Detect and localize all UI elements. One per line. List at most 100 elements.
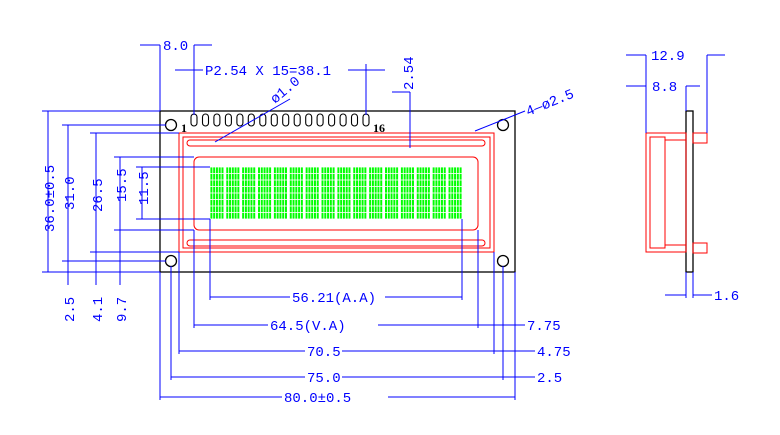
- pixel-dot: [374, 206, 377, 213]
- pixel-dot: [416, 206, 419, 213]
- pixel-dot: [242, 186, 245, 193]
- pixel-dot: [353, 193, 356, 200]
- pixel-dot: [419, 180, 422, 187]
- pixel-dot: [342, 199, 345, 206]
- pixel-dot: [229, 193, 232, 200]
- pixel-dot: [244, 199, 247, 206]
- pixel-dot: [329, 167, 332, 174]
- pixel-dot: [419, 193, 422, 200]
- side-view: 12.9 8.8 1.6: [626, 49, 739, 305]
- bottom-offset-2-label: 4.1: [91, 297, 107, 322]
- pin-pad: [213, 113, 221, 127]
- pixel-dot: [311, 206, 314, 213]
- pixel-dot: [371, 206, 374, 213]
- pixel-dot: [340, 167, 343, 174]
- pixel-dot: [332, 186, 335, 193]
- pixel-dot: [406, 186, 409, 193]
- pixel-dot: [308, 186, 311, 193]
- pixel-dot: [295, 173, 298, 180]
- pixel-dot: [300, 212, 303, 219]
- pixel-dot: [215, 199, 218, 206]
- pixel-dot: [390, 167, 393, 174]
- pixel-dot: [242, 199, 245, 206]
- pixel-dot: [353, 173, 356, 180]
- side-pin-top: [692, 132, 708, 144]
- pixel-dot: [289, 186, 292, 193]
- pixel-dot: [324, 193, 327, 200]
- pixel-dot: [298, 186, 301, 193]
- pixel-dot: [250, 180, 253, 187]
- pixel-dot: [419, 186, 422, 193]
- pixel-dot: [371, 186, 374, 193]
- pixel-dot: [327, 167, 330, 174]
- pixel-dot: [234, 206, 237, 213]
- pixel-dot: [396, 212, 399, 219]
- character-grid: [210, 167, 462, 219]
- pixel-dot: [260, 206, 263, 213]
- pixel-dot: [244, 206, 247, 213]
- pixel-dot: [348, 180, 351, 187]
- pixel-dot: [419, 206, 422, 213]
- pixel-dot: [387, 199, 390, 206]
- pixel-dot: [425, 167, 428, 174]
- pixel-dot: [324, 199, 327, 206]
- pixel-dot: [353, 186, 356, 193]
- pixel-dot: [282, 206, 285, 213]
- pixel-dot: [250, 212, 253, 219]
- pixel-dot: [409, 173, 412, 180]
- pixel-dot: [273, 173, 276, 180]
- pixel-dot: [316, 206, 319, 213]
- side-module-label: 8.8: [652, 80, 677, 96]
- pixel-dot: [298, 206, 301, 213]
- pixel-dot: [377, 206, 380, 213]
- pixel-dot: [369, 212, 372, 219]
- pixel-dot: [215, 193, 218, 200]
- pixel-dot: [443, 199, 446, 206]
- pixel-dot: [443, 180, 446, 187]
- pixel-dot: [374, 212, 377, 219]
- pixel-dot: [244, 180, 247, 187]
- pixel-dot: [332, 212, 335, 219]
- pixel-dot: [311, 173, 314, 180]
- pixel-dot: [250, 173, 253, 180]
- pixel-dot: [443, 206, 446, 213]
- pixel-dot: [387, 173, 390, 180]
- view-height-label: 15.5: [115, 168, 131, 202]
- pixel-dot: [342, 186, 345, 193]
- total-height-label: 36.0±0.5: [43, 165, 59, 232]
- pixel-dot: [253, 199, 256, 206]
- pixel-dot: [258, 173, 260, 180]
- pixel-dot: [435, 180, 438, 187]
- pixel-dot: [237, 167, 240, 174]
- pixel-dot: [311, 180, 314, 187]
- bottom-offset-1-label: 2.5: [63, 297, 79, 322]
- pixel-dot: [260, 199, 263, 206]
- pixel-dot: [340, 212, 343, 219]
- character-cell: [273, 167, 287, 219]
- pixel-dot: [412, 167, 414, 174]
- pixel-dot: [250, 193, 253, 200]
- pixel-dot: [358, 212, 361, 219]
- pixel-dot: [213, 199, 216, 206]
- pixel-dot: [345, 206, 348, 213]
- pixel-dot: [416, 212, 419, 219]
- pixel-dot: [218, 206, 221, 213]
- right-offset-2-label: 4.75: [537, 345, 571, 361]
- pixel-dot: [305, 186, 308, 193]
- pixel-dot: [448, 186, 451, 193]
- pixel-dot: [353, 199, 356, 206]
- character-cell: [416, 167, 430, 219]
- pin-1-label: 1: [181, 121, 187, 135]
- pixel-dot: [282, 186, 285, 193]
- pixel-dot: [247, 186, 250, 193]
- pixel-dot: [409, 193, 412, 200]
- pixel-dot: [342, 212, 345, 219]
- pixel-dot: [448, 180, 451, 187]
- pixel-dot: [422, 180, 425, 187]
- pixel-dot: [409, 186, 412, 193]
- pin-offset-label: 8.0: [163, 39, 188, 55]
- pixel-dot: [258, 199, 260, 206]
- pixel-dot: [269, 167, 272, 174]
- pixel-dot: [456, 173, 459, 180]
